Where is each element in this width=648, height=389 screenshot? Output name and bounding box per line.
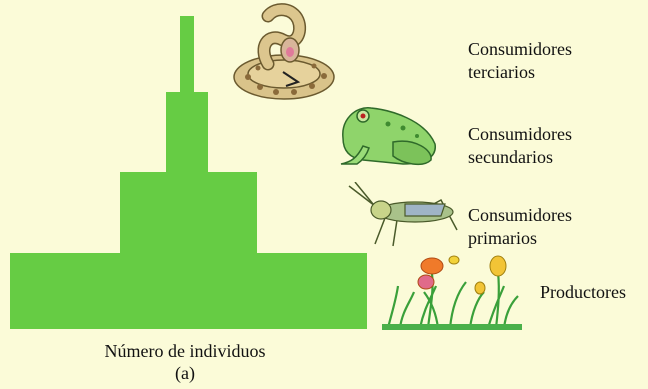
caption-line-2: (a) [175,363,195,383]
frog-icon [340,107,436,166]
flowers-icon [382,255,522,330]
axis-caption: Número de individuos (a) [60,340,310,384]
label-productores: Productores [540,282,626,302]
rattlesnake-icon [233,3,335,100]
grasshopper-icon [348,182,458,247]
caption-line-1: Número de individuos [104,341,266,361]
bar-primarios [120,172,257,253]
label-consumidores-terciarios: Consumidores terciarios [468,39,573,82]
label-consumidores-secundarios: Consumidores secundarios [468,124,573,167]
bar-terciarios [180,16,194,92]
bar-productores [10,253,367,329]
label-consumidores-primarios: Consumidores primarios [468,205,573,248]
bar-secundarios [166,92,208,172]
